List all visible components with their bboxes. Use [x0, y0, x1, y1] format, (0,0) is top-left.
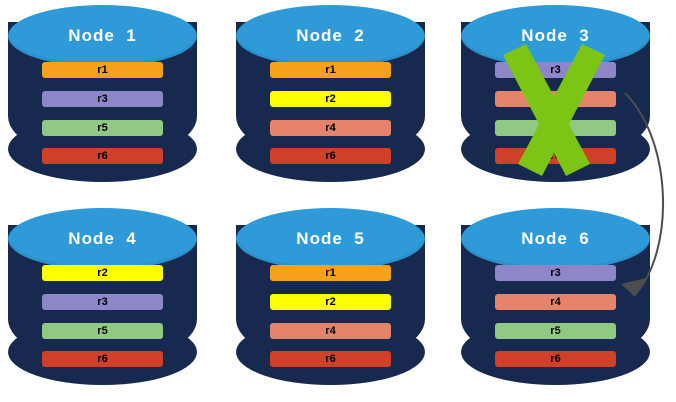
- record-bar-r6[interactable]: r6: [42, 351, 163, 367]
- record-bar-r1[interactable]: r1: [270, 62, 391, 78]
- node-label: Node 4: [68, 229, 137, 248]
- record-list: r1 r2 r4 r6: [228, 0, 433, 182]
- database-node-4[interactable]: Node 4 r2 r3 r5 r6: [0, 203, 205, 385]
- record-bar-r5[interactable]: r5: [495, 323, 616, 339]
- record-bar-r2[interactable]: r2: [270, 91, 391, 107]
- cylinder-top: [461, 208, 650, 270]
- cylinder-top: [8, 5, 197, 67]
- record-bar-r4[interactable]: r4: [270, 323, 391, 339]
- record-bar-r6[interactable]: r6: [42, 148, 163, 164]
- record-bar-r5[interactable]: r5: [42, 323, 163, 339]
- record-bar-r4[interactable]: r4: [270, 120, 391, 136]
- database-node-5[interactable]: Node 5 r1 r2 r4 r6: [228, 203, 433, 385]
- record-bar-r3[interactable]: r3: [495, 265, 616, 281]
- node-label: Node 1: [68, 26, 137, 45]
- record-bar-r6[interactable]: r6: [495, 148, 616, 164]
- node-label: Node 2: [296, 26, 365, 45]
- record-bar-r4[interactable]: r4: [495, 91, 616, 107]
- node-label: Node 3: [521, 26, 590, 45]
- record-list: r1 r2 r4 r6: [228, 203, 433, 385]
- cylinder-top: [236, 208, 425, 270]
- record-bar-r6[interactable]: r6: [495, 351, 616, 367]
- record-bar-r1[interactable]: r1: [270, 265, 391, 281]
- database-node-1[interactable]: Node 1 r1 r3 r5 r6: [0, 0, 205, 182]
- database-node-2[interactable]: Node 2 r1 r2 r4 r6: [228, 0, 433, 182]
- record-bar-r6[interactable]: r6: [270, 351, 391, 367]
- record-bar-r5[interactable]: r5: [42, 120, 163, 136]
- record-bar-r6[interactable]: r6: [270, 148, 391, 164]
- node-label: Node 5: [296, 229, 365, 248]
- record-bar-r5[interactable]: r5: [495, 120, 616, 136]
- database-node-6[interactable]: Node 6 r3 r4 r5 r6: [453, 203, 658, 385]
- cylinder-top: [8, 208, 197, 270]
- cylinder-top: [236, 5, 425, 67]
- record-bar-r3[interactable]: r3: [42, 91, 163, 107]
- record-list: r2 r3 r5 r6: [0, 203, 205, 385]
- record-bar-r4[interactable]: r4: [495, 294, 616, 310]
- record-bar-r1[interactable]: r1: [42, 62, 163, 78]
- record-bar-r2[interactable]: r2: [42, 265, 163, 281]
- record-list: r1 r3 r5 r6: [0, 0, 205, 182]
- record-list: r3 r4 r5 r6: [453, 203, 658, 385]
- record-bar-r2[interactable]: r2: [270, 294, 391, 310]
- record-bar-r3[interactable]: r3: [42, 294, 163, 310]
- node-label: Node 6: [521, 229, 590, 248]
